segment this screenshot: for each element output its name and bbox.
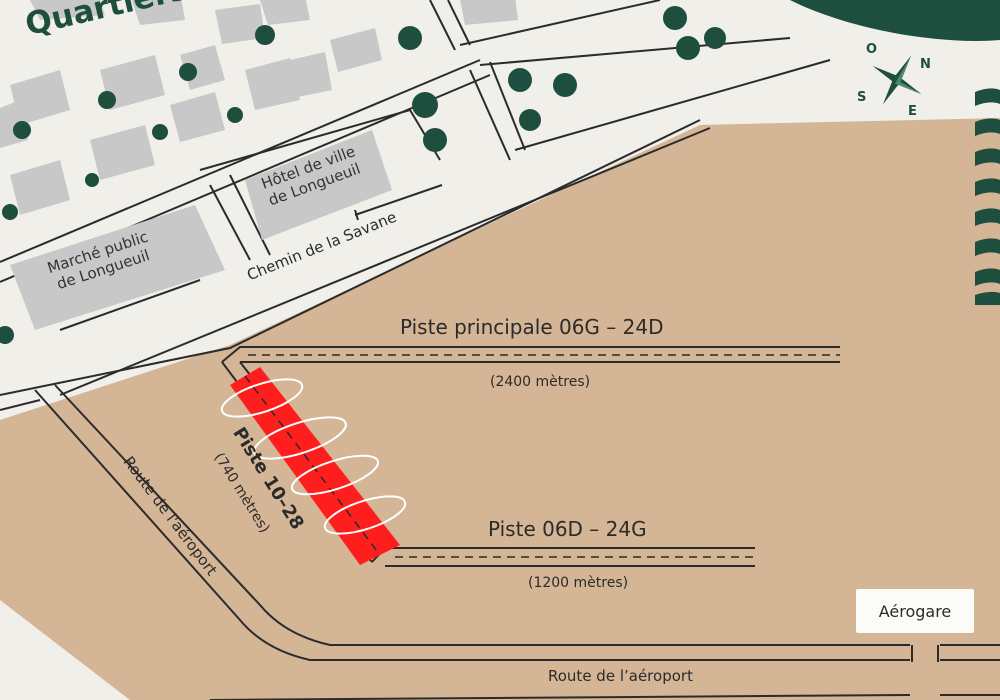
route-aeroport-bottom-label: Route de l’aéroport	[548, 667, 693, 685]
park-area	[790, 0, 1000, 41]
runway-10-28-highlight	[220, 367, 407, 565]
marche-public-building	[10, 205, 225, 330]
main-runway-length: (2400 mètres)	[490, 374, 591, 390]
compass-south-label: S	[857, 90, 867, 105]
right-stripes	[975, 88, 1000, 305]
compass-east-label: E	[908, 104, 917, 119]
hotel-de-ville-building	[245, 130, 392, 240]
second-runway-name: Piste 06D – 24G	[488, 517, 647, 541]
airport-ground	[0, 118, 1000, 700]
airport-roads	[34, 384, 1000, 700]
public-buildings	[10, 130, 392, 330]
trees	[0, 6, 726, 344]
houses	[0, 0, 518, 215]
compass-icon	[872, 55, 922, 105]
second-runway-length: (1200 mètres)	[528, 575, 629, 591]
aerogare-label: Aérogare	[856, 589, 974, 633]
compass-west-label: O	[866, 42, 878, 57]
main-runway-name: Piste principale 06G – 24D	[400, 315, 664, 339]
compass-north-label: N	[920, 57, 931, 72]
